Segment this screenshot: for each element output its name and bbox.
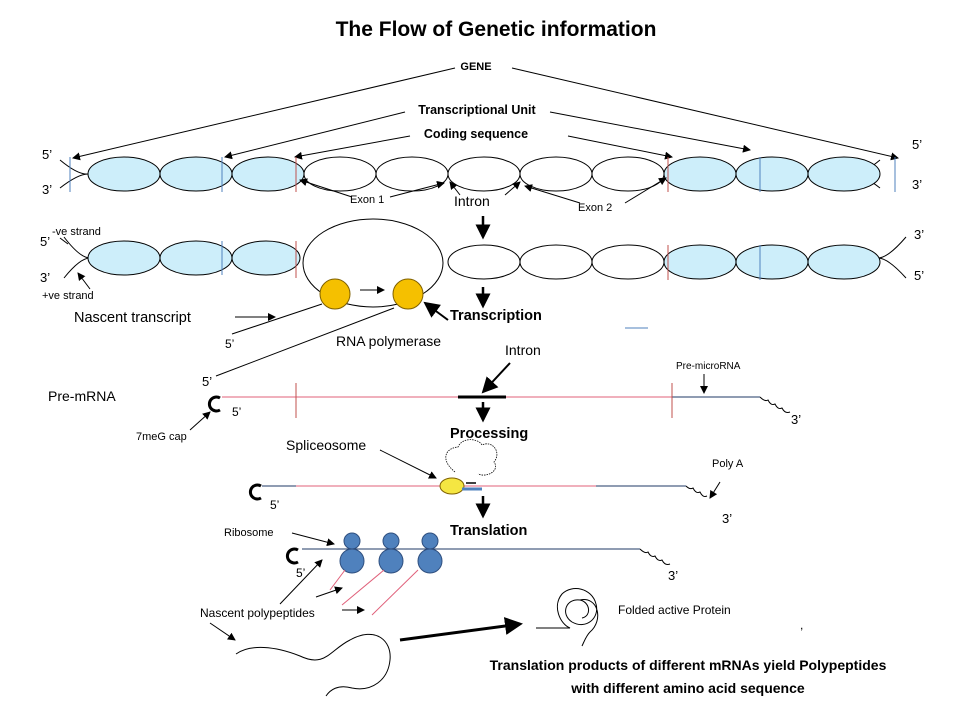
poly-a-label: Poly A (712, 458, 744, 470)
cap-icon-mrna (248, 483, 262, 501)
gene-arrow-right (511, 67, 899, 161)
gene-strand-row1 (59, 156, 896, 192)
ribosome-2 (378, 532, 404, 574)
exon2-arrow-a (524, 184, 581, 204)
folded-protein-icon (536, 588, 599, 647)
cs-arrow-left (294, 135, 411, 160)
row1-3prime-left: 3’ (42, 182, 52, 197)
stray-comma: , (800, 618, 803, 632)
polypeptide-arrow-2 (315, 586, 343, 598)
nascent-polypeptides-label: Nascent polypeptides (200, 606, 315, 620)
neg-strand-label: -ve strand (52, 226, 101, 238)
transcription-label: Transcription (450, 308, 542, 324)
intron-label-row1: Intron (454, 193, 490, 209)
free-polypeptide (235, 634, 391, 697)
processing-label: Processing (450, 426, 528, 442)
cap-arrow (189, 411, 211, 431)
spliceosome-arrow (379, 449, 437, 479)
ribosome-arrow (291, 532, 335, 547)
exon1-arrow-a (299, 178, 353, 198)
conclusion-line-1: Translation products of different mRNAs … (490, 657, 887, 673)
intron-label-row3: Intron (505, 342, 541, 358)
pre-mrna-polya-tail (759, 396, 791, 413)
polymerase-pointer (423, 301, 449, 321)
row1-3prime-right: 3’ (912, 177, 922, 192)
cap-icon-pre-mrna (207, 395, 221, 413)
intron-arrow-row1 (449, 181, 461, 196)
polypeptide-chain-1 (329, 569, 346, 591)
diagram-title: The Flow of Genetic information (336, 18, 657, 41)
mrna-5prime: 5’ (270, 498, 279, 512)
coding-sequence-label: Coding sequence (424, 127, 528, 141)
folded-protein-label: Folded active Protein (618, 603, 731, 617)
cap-label: 7meG cap (136, 431, 187, 443)
exon1-arrow-b (389, 180, 445, 198)
neg-strand-arrow (59, 237, 69, 245)
mrna-3prime: 3’ (722, 511, 732, 526)
transcript-5prime: 5’ (225, 337, 234, 351)
translated-mrna-tail (639, 548, 671, 565)
nascent-transcript-label: Nascent transcript (74, 310, 191, 326)
gene-strand-row2 (63, 218, 907, 308)
polypeptide-arrow-4 (209, 622, 236, 641)
conclusion-line-2: with different amino acid sequence (570, 680, 805, 696)
ribosome-3 (417, 532, 443, 574)
rna-polymerase-left (319, 278, 351, 310)
ribosome-1 (339, 532, 365, 574)
rna-polymerase-right (392, 278, 424, 310)
transcriptional-unit-label: Transcriptional Unit (418, 103, 536, 117)
gene-label: GENE (460, 61, 491, 73)
polypeptide-arrow-1 (279, 559, 323, 605)
spliced-intron-loop (445, 439, 498, 476)
rna-polymerase-label: RNA polymerase (336, 333, 441, 349)
tu-arrow-left (224, 111, 406, 160)
row2-5prime-right: 5’ (914, 268, 924, 283)
cap-icon-translated (285, 547, 299, 565)
exon1-label: Exon 1 (350, 194, 384, 206)
pre-mrna-5prime-top: 5’ (202, 374, 212, 389)
spliceosome-body (439, 477, 465, 495)
poly-a-arrow (709, 481, 721, 499)
transcript-line-2 (215, 307, 395, 377)
row2-3prime-right: 3’ (914, 227, 924, 242)
pos-strand-label: +ve strand (42, 290, 94, 302)
pre-mrna-label: Pre-mRNA (48, 388, 116, 404)
row2-5prime-left: 5’ (40, 234, 50, 249)
pre-mrna-5prime-cap: 5’ (232, 405, 241, 419)
translated-5prime: 5’ (296, 566, 305, 580)
exon2-label: Exon 2 (578, 202, 612, 214)
pre-mrna-3prime: 3’ (791, 412, 801, 427)
row2-3prime-left: 3’ (40, 270, 50, 285)
cs-arrow-right (567, 135, 673, 160)
translation-label: Translation (450, 523, 527, 539)
mrna-polya-tail (685, 485, 708, 497)
translated-3prime: 3’ (668, 568, 678, 583)
transcript-line-1 (231, 303, 323, 335)
ribosome-label: Ribosome (224, 527, 274, 539)
gene-arrow-left (72, 67, 456, 161)
intron-arrow-row3 (481, 362, 511, 394)
exon2-arrow-b (624, 177, 667, 204)
polypeptide-chain-2 (341, 569, 385, 606)
row1-5prime-left: 5’ (42, 147, 52, 162)
folding-arrow (399, 617, 523, 642)
pre-microrna-label: Pre-microRNA (676, 361, 741, 372)
row1-5prime-right: 5’ (912, 137, 922, 152)
tu-arrow-right (549, 111, 751, 153)
polypeptide-chain-3 (371, 569, 419, 616)
spliceosome-label: Spliceosome (286, 437, 366, 453)
intron-arrow-row1b (504, 181, 521, 196)
pos-strand-arrow (77, 272, 91, 290)
